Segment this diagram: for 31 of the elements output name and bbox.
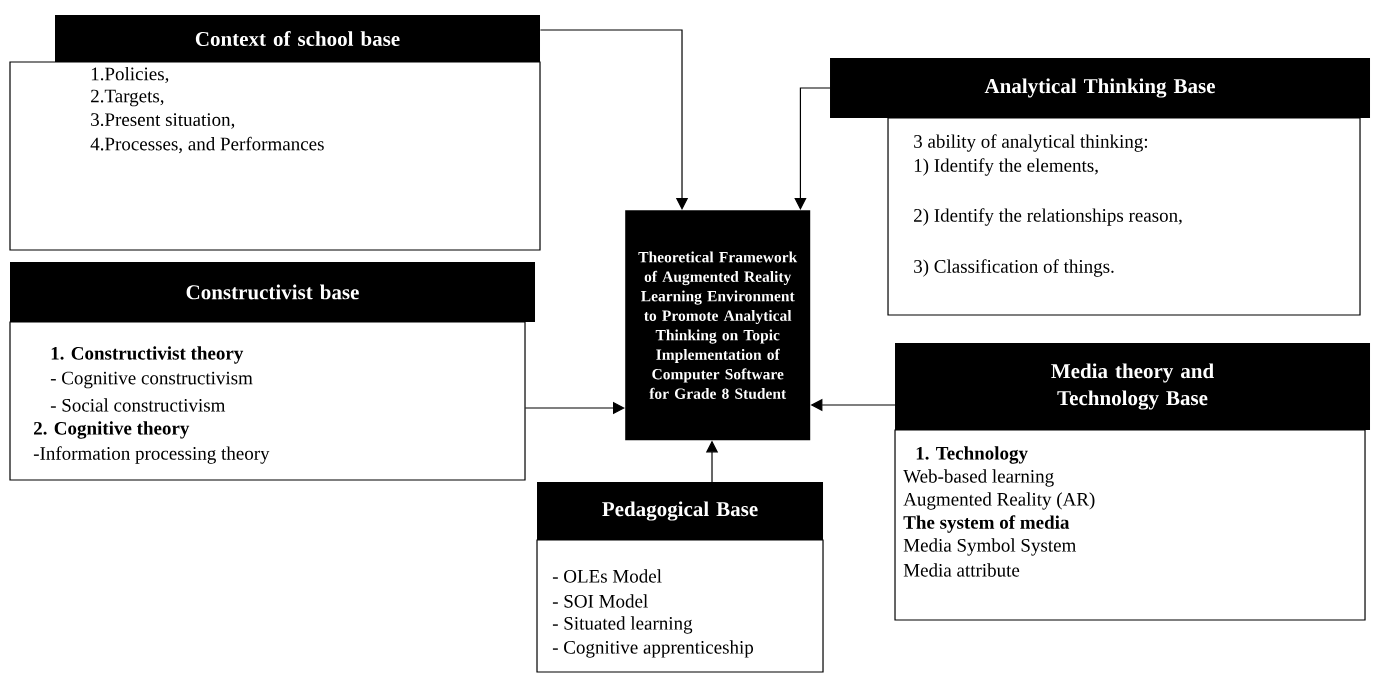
- list-item: Media attribute: [903, 563, 1020, 577]
- list-item: 1. Technology: [916, 446, 1028, 464]
- list-item: 2. Cognitive theory: [34, 421, 190, 439]
- list-item: 2) Identify the relationships reason,: [914, 208, 1182, 226]
- list-item: - SOI Model: [552, 594, 648, 608]
- list-item: 3.Present situation,: [91, 113, 235, 129]
- list-item: - Cognitive constructivism: [50, 371, 253, 389]
- framework-box: Theoretical Framework of Augmented Reality Learning Environment to Promote Analytical Thinking on Topic Implementation of Computer Software for Grade 8 Student: [625, 210, 811, 441]
- list-item: - Cognitive apprenticeship: [552, 640, 754, 658]
- header-bar: Context of school base: [55, 15, 540, 62]
- list-item: 1) Identify the elements,: [914, 158, 1098, 176]
- list-item: 4.Processes, and Performances: [90, 136, 324, 154]
- list-item: -Information processing theory: [33, 446, 270, 464]
- list-item: Web-based learning: [903, 469, 1054, 487]
- list-item: The system of media: [903, 515, 1070, 533]
- list-item: - Social constructivism: [50, 398, 226, 412]
- list-item: 2.Targets,: [91, 89, 164, 107]
- list-item: Augmented Reality (AR): [903, 492, 1095, 510]
- list-item: - Situated learning: [552, 616, 693, 634]
- list-item: - OLEs Model: [552, 569, 662, 583]
- list-item: 3) Classification of things.: [914, 259, 1114, 277]
- header-bar: Analytical Thinking Base: [830, 58, 1370, 118]
- list-item: 1. Constructivist theory: [51, 346, 244, 364]
- list-item: 3 ability of analytical thinking:: [914, 134, 1148, 152]
- list-item: Media Symbol System: [903, 538, 1077, 556]
- header-bar: Constructivist base: [10, 262, 535, 322]
- header-bar: Pedagogical Base: [537, 482, 823, 540]
- header-bar: Media theory and Technology Base: [895, 343, 1370, 430]
- list-item: 1.Policies,: [91, 66, 169, 84]
- arrow: [539, 29, 689, 210]
- arrow: [794, 87, 831, 210]
